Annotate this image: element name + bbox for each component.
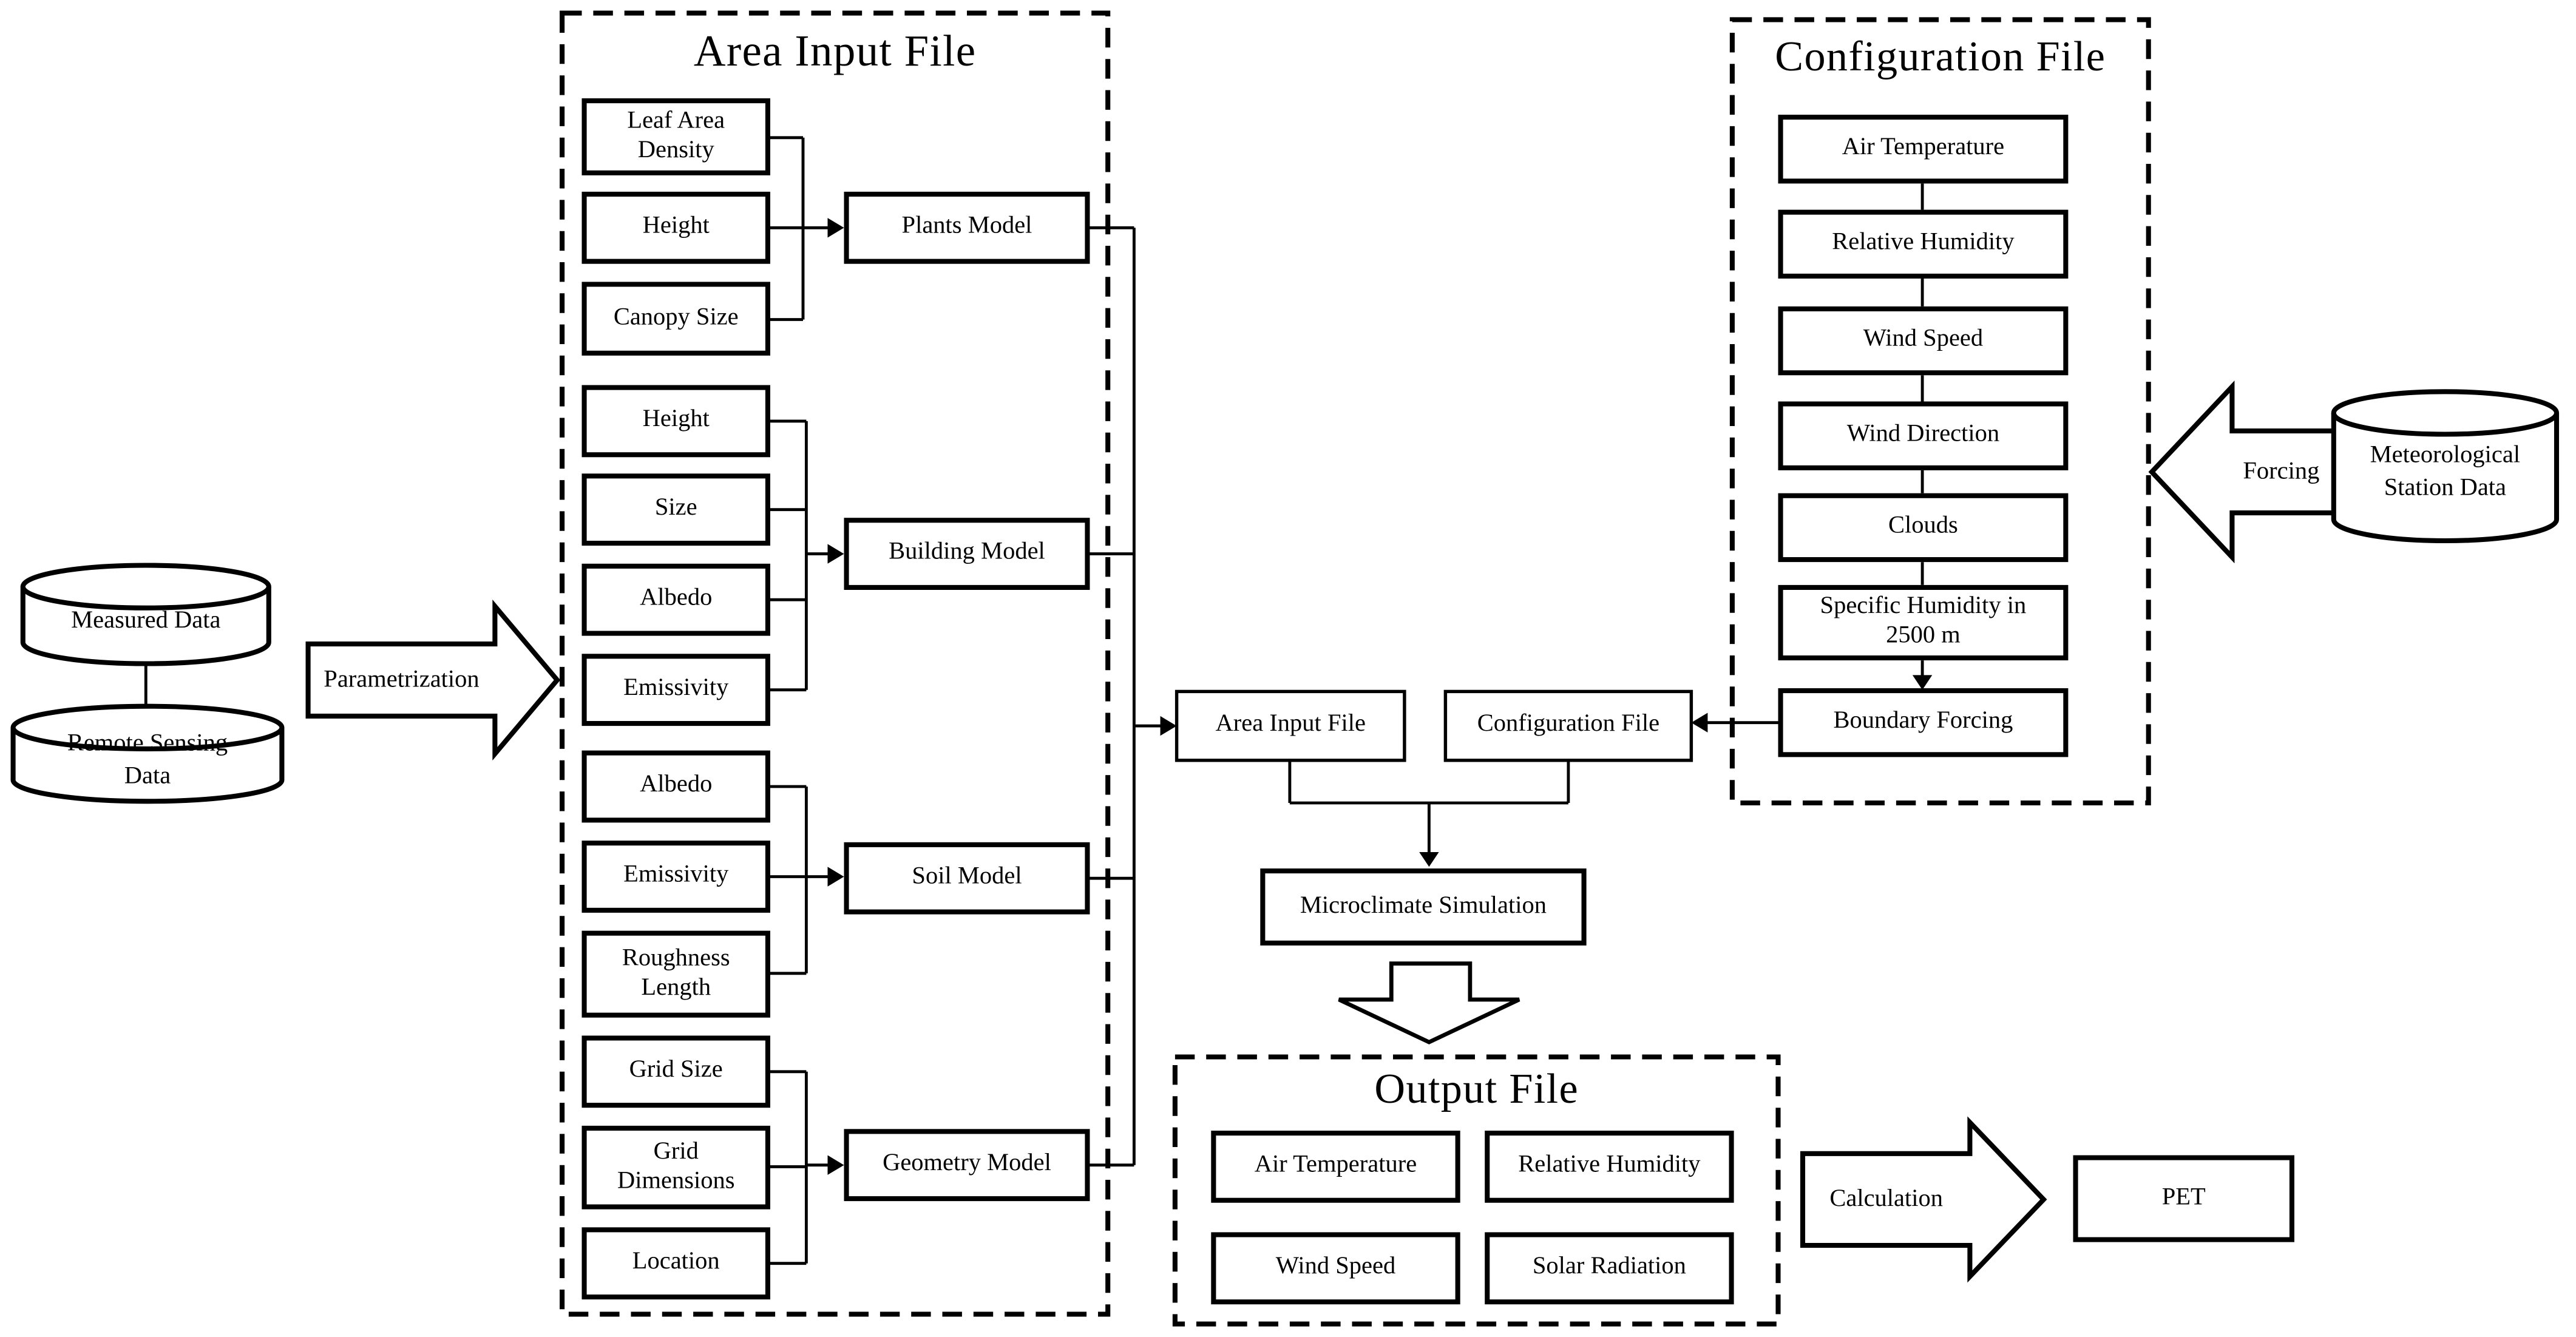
area-input-file-title: Area Input File bbox=[693, 26, 977, 76]
arrowhead-building-model bbox=[827, 544, 844, 564]
connector-geometry-group bbox=[770, 1070, 830, 1265]
node-grid-dimensions: Grid Dimensions bbox=[581, 1125, 770, 1210]
calculation-arrow bbox=[1800, 1116, 2047, 1283]
node-building-size: Size bbox=[581, 473, 770, 546]
simulation-output-arrow bbox=[1338, 961, 1520, 1044]
forcing-label: Forcing bbox=[2243, 458, 2320, 484]
arrowhead-soil-model bbox=[827, 867, 844, 887]
node-canopy-size: Canopy Size bbox=[581, 282, 770, 356]
arrowhead-geometry-model bbox=[827, 1155, 844, 1175]
arrowhead-configuration-file bbox=[1691, 713, 1708, 733]
node-config-clouds: Clouds bbox=[1778, 493, 2069, 563]
node-output-air-temperature: Air Temperature bbox=[1211, 1131, 1460, 1203]
node-soil-model: Soil Model bbox=[844, 842, 1090, 915]
remote-sensing-data-label: Remote Sensing Data bbox=[67, 730, 228, 790]
node-location: Location bbox=[581, 1227, 770, 1300]
measured-data-cylinder-top bbox=[20, 563, 271, 611]
connector-files-to-simulation bbox=[1288, 762, 1570, 854]
node-config-boundary-forcing: Boundary Forcing bbox=[1778, 688, 2069, 757]
arrowhead-area-input-file bbox=[1160, 716, 1177, 736]
arrowhead-boundary-forcing bbox=[1912, 675, 1933, 690]
node-pet: PET bbox=[2073, 1155, 2294, 1242]
node-area-input-file: Area Input File bbox=[1174, 689, 1406, 762]
met-station-cylinder-body bbox=[2331, 413, 2560, 544]
configuration-file-container-border bbox=[1729, 17, 2151, 806]
node-plants-height: Height bbox=[581, 191, 770, 264]
remote-sensing-cylinder-top bbox=[10, 703, 285, 751]
node-building-emissivity: Emissivity bbox=[581, 654, 770, 726]
node-roughness-length: Roughness Length bbox=[581, 930, 770, 1018]
connector-soil-group bbox=[770, 785, 830, 975]
node-config-relative-humidity: Relative Humidity bbox=[1778, 209, 2069, 279]
node-building-height: Height bbox=[581, 385, 770, 458]
parametrization-arrow bbox=[305, 599, 561, 761]
node-config-air-temperature: Air Temperature bbox=[1778, 115, 2069, 184]
connector-models-collector bbox=[1090, 226, 1162, 1167]
calculation-label: Calculation bbox=[1829, 1185, 1944, 1212]
node-building-model: Building Model bbox=[844, 518, 1090, 590]
area-input-file-container-border bbox=[560, 10, 1111, 1317]
node-configuration-file: Configuration File bbox=[1443, 689, 1693, 762]
node-output-relative-humidity: Relative Humidity bbox=[1485, 1131, 1734, 1203]
parametrization-label: Parametrization bbox=[324, 666, 480, 692]
connector-plants-group bbox=[770, 136, 830, 321]
node-config-wind-speed: Wind Speed bbox=[1778, 306, 2069, 376]
node-building-albedo: Albedo bbox=[581, 563, 770, 636]
node-geometry-model: Geometry Model bbox=[844, 1129, 1090, 1202]
node-config-specific-humidity: Specific Humidity in 2500 m bbox=[1778, 584, 2069, 661]
node-soil-albedo: Albedo bbox=[581, 750, 770, 823]
node-config-wind-direction: Wind Direction bbox=[1778, 401, 2069, 470]
connector-building-group bbox=[770, 419, 830, 692]
arrowhead-plants-model bbox=[827, 218, 844, 238]
node-soil-emissivity: Emissivity bbox=[581, 841, 770, 913]
node-leaf-area-density: Leaf Area Density bbox=[581, 98, 770, 175]
measured-data-label: Measured Data bbox=[71, 608, 221, 634]
node-microclimate-simulation: Microclimate Simulation bbox=[1260, 868, 1587, 946]
node-grid-size: Grid Size bbox=[581, 1035, 770, 1108]
forcing-arrow bbox=[2148, 380, 2340, 564]
arrowhead-microclimate-simulation bbox=[1419, 852, 1439, 867]
configuration-file-title: Configuration File bbox=[1775, 33, 2106, 81]
met-station-data-label: Meteorological Station Data bbox=[2370, 442, 2521, 502]
node-plants-model: Plants Model bbox=[844, 191, 1090, 264]
node-output-wind-speed: Wind Speed bbox=[1211, 1232, 1460, 1305]
node-output-solar-radiation: Solar Radiation bbox=[1485, 1232, 1734, 1305]
met-station-cylinder-top bbox=[2331, 389, 2560, 437]
output-file-title: Output File bbox=[1374, 1065, 1579, 1113]
